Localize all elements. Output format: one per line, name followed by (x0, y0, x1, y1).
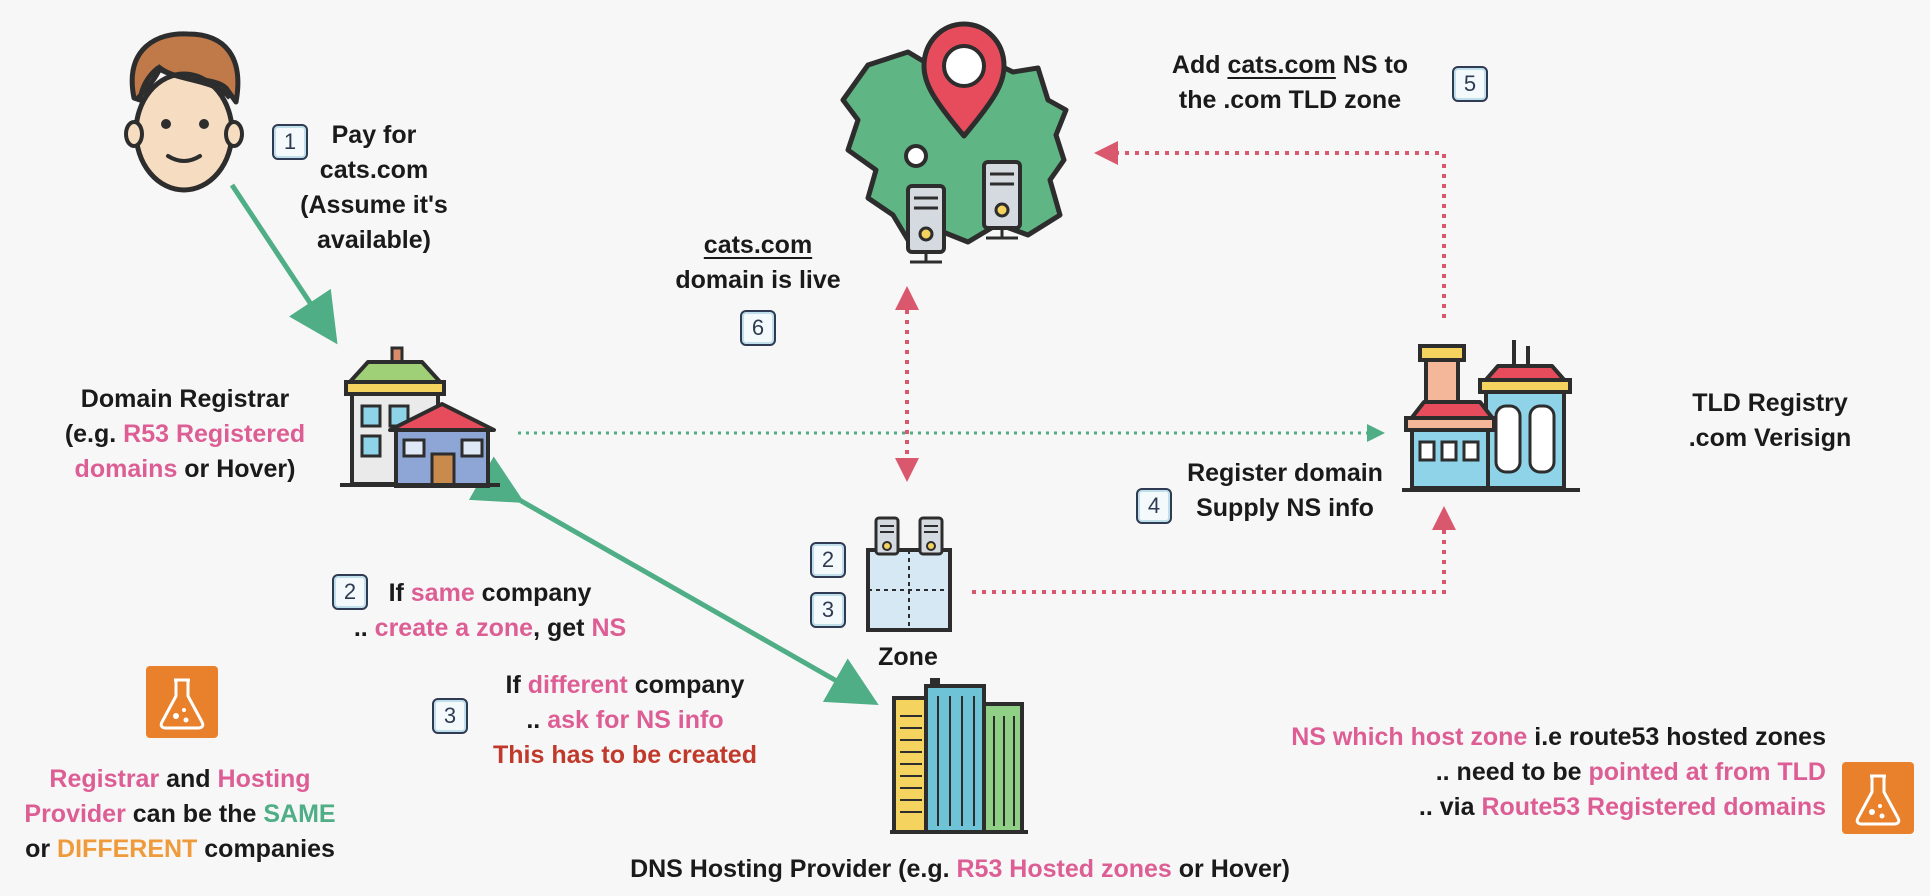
note-hosting: Hosting (217, 765, 311, 793)
ns-note-l3-pink: Route53 Registered domains (1481, 793, 1826, 821)
note-or: or (25, 835, 58, 863)
step-2-badge: 2 (332, 574, 368, 610)
step-1-line: (Assume it's (300, 191, 448, 219)
dns-provider-pre: DNS Hosting Provider (e.g. (630, 855, 957, 883)
step-3-l2-pink: ask for NS info (547, 706, 724, 734)
step-6-line2: domain is live (675, 266, 841, 294)
ns-note-l1-post: i.e route53 hosted zones (1527, 723, 1826, 751)
flask-icon (146, 666, 218, 738)
step-5-pre: Add (1171, 51, 1228, 79)
note-provider: Provider (24, 800, 126, 828)
server-icon (982, 160, 1022, 240)
arrow-zone-to-tld (972, 506, 1456, 594)
step-3-text: If different company .. ask for NS info … (470, 668, 780, 773)
map-pin-icon (840, 21, 1069, 264)
zone-badge-2: 2 (810, 542, 846, 578)
registrar-line3-post: or Hover) (177, 455, 296, 483)
ns-note-l2-pre: .. need to be (1435, 758, 1589, 786)
registrar-line2-pre: (e.g. (64, 420, 124, 448)
registrar-line2-pink: R53 Registered (123, 420, 306, 448)
step-6-badge: 6 (740, 310, 776, 346)
step-5-post: NS to (1335, 51, 1409, 79)
ns-note-l3-pre: .. via (1418, 793, 1482, 821)
step-6-text: cats.com domain is live (648, 228, 868, 298)
note-registrar: Registrar (49, 765, 160, 793)
dns-provider-label: DNS Hosting Provider (e.g. R53 Hosted zo… (560, 852, 1360, 887)
step-4-line2: Supply NS info (1196, 494, 1374, 522)
ns-note-l2-pink: pointed at from TLD (1588, 758, 1826, 786)
arrow-tld-to-map (1094, 141, 1446, 318)
note-can-be: can be the (125, 800, 264, 828)
step-4-badge: 4 (1136, 488, 1172, 524)
step-1-badge: 1 (272, 124, 308, 160)
ns-note-l1-pink: NS which host zone (1291, 723, 1528, 751)
step-2-pre: If (388, 579, 411, 607)
note-companies: companies (197, 835, 335, 863)
registrar-label: Domain Registrar (e.g. R53 Registered do… (40, 382, 330, 487)
step-3-pink: different (527, 671, 628, 699)
step-2-l2-pink1: create a zone (374, 614, 534, 642)
step-5-domain: cats.com (1227, 51, 1336, 79)
zone-icon (866, 516, 952, 632)
step-3-badge: 3 (432, 698, 468, 734)
step-4-line1: Register domain (1187, 459, 1383, 487)
step-2-text: If same company .. create a zone, get NS (340, 576, 640, 646)
tld-line2: .com Verisign (1688, 424, 1852, 452)
registrar-building-icon (340, 346, 500, 488)
dns-provider-pink: R53 Hosted zones (956, 855, 1172, 883)
skyscraper-icon (890, 678, 1028, 834)
step-3-l2-pre: .. (526, 706, 548, 734)
step-3-pre: If (505, 671, 528, 699)
zone-label: Zone (878, 643, 938, 671)
same-different-note: Registrar and Hosting Provider can be th… (10, 762, 350, 867)
arrow-person-to-registrar (229, 183, 338, 345)
tld-line1: TLD Registry (1692, 389, 1848, 417)
step-1-line: Pay for (331, 121, 417, 149)
step-2-l2-pink2: NS (591, 614, 627, 642)
step-6-domain: cats.com (703, 231, 813, 259)
step-3-post: company (627, 671, 745, 699)
dns-provider-post: or Hover) (1171, 855, 1290, 883)
step-2-post: company (474, 579, 592, 607)
arrow-registrar-dns-provider (468, 456, 879, 705)
step-1-line: available) (317, 226, 431, 254)
step-5-badge: 5 (1452, 66, 1488, 102)
tld-label: TLD Registry .com Verisign (1660, 386, 1880, 456)
note-and: and (159, 765, 218, 793)
step-1-line: cats.com (319, 156, 429, 184)
step-1-text: Pay for cats.com (Assume it's available) (284, 118, 464, 258)
step-4-text: Register domain Supply NS info (1170, 456, 1400, 526)
flask-icon (1842, 762, 1914, 834)
server-icon (906, 184, 946, 264)
tld-factory-icon (1402, 340, 1580, 492)
registrar-line3-pink: domains (74, 455, 178, 483)
step-5-text: Add cats.com NS to the .com TLD zone (1150, 48, 1430, 118)
note-different: DIFFERENT (57, 835, 198, 863)
note-same: SAME (263, 800, 336, 828)
registrar-line1: Domain Registrar (80, 385, 290, 413)
step-5-line2: the .com TLD zone (1178, 86, 1402, 114)
step-2-l2-mid: , get (533, 614, 592, 642)
step-3-l3-red: This has to be created (493, 741, 757, 769)
zone-badge-3: 3 (810, 592, 846, 628)
person-icon (124, 31, 244, 193)
step-2-pink: same (410, 579, 475, 607)
step-2-l2-pre: .. (353, 614, 375, 642)
ns-note: NS which host zone i.e route53 hosted zo… (1250, 720, 1826, 825)
